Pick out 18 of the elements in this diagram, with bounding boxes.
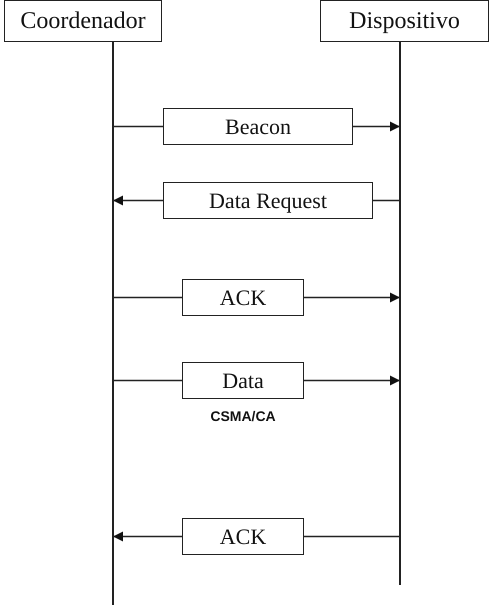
arrow bbox=[113, 196, 163, 206]
arrow bbox=[304, 376, 400, 386]
connector-line bbox=[373, 200, 400, 202]
participant-box: Dispositivo bbox=[320, 0, 489, 42]
participant-box: Coordenador bbox=[4, 0, 162, 42]
note-text: CSMA/CA bbox=[210, 408, 276, 424]
message-box: ACK bbox=[182, 518, 304, 555]
connector-line bbox=[113, 380, 182, 382]
message-box: ACK bbox=[182, 279, 304, 316]
connector-line bbox=[304, 536, 400, 538]
message-box: Data bbox=[182, 362, 304, 399]
arrow bbox=[353, 122, 400, 132]
arrow bbox=[304, 292, 400, 302]
arrow bbox=[113, 532, 182, 542]
connector-line bbox=[113, 296, 182, 298]
message-box: Data Request bbox=[163, 182, 373, 219]
connector-line bbox=[113, 126, 163, 128]
message-box: Beacon bbox=[163, 108, 353, 145]
